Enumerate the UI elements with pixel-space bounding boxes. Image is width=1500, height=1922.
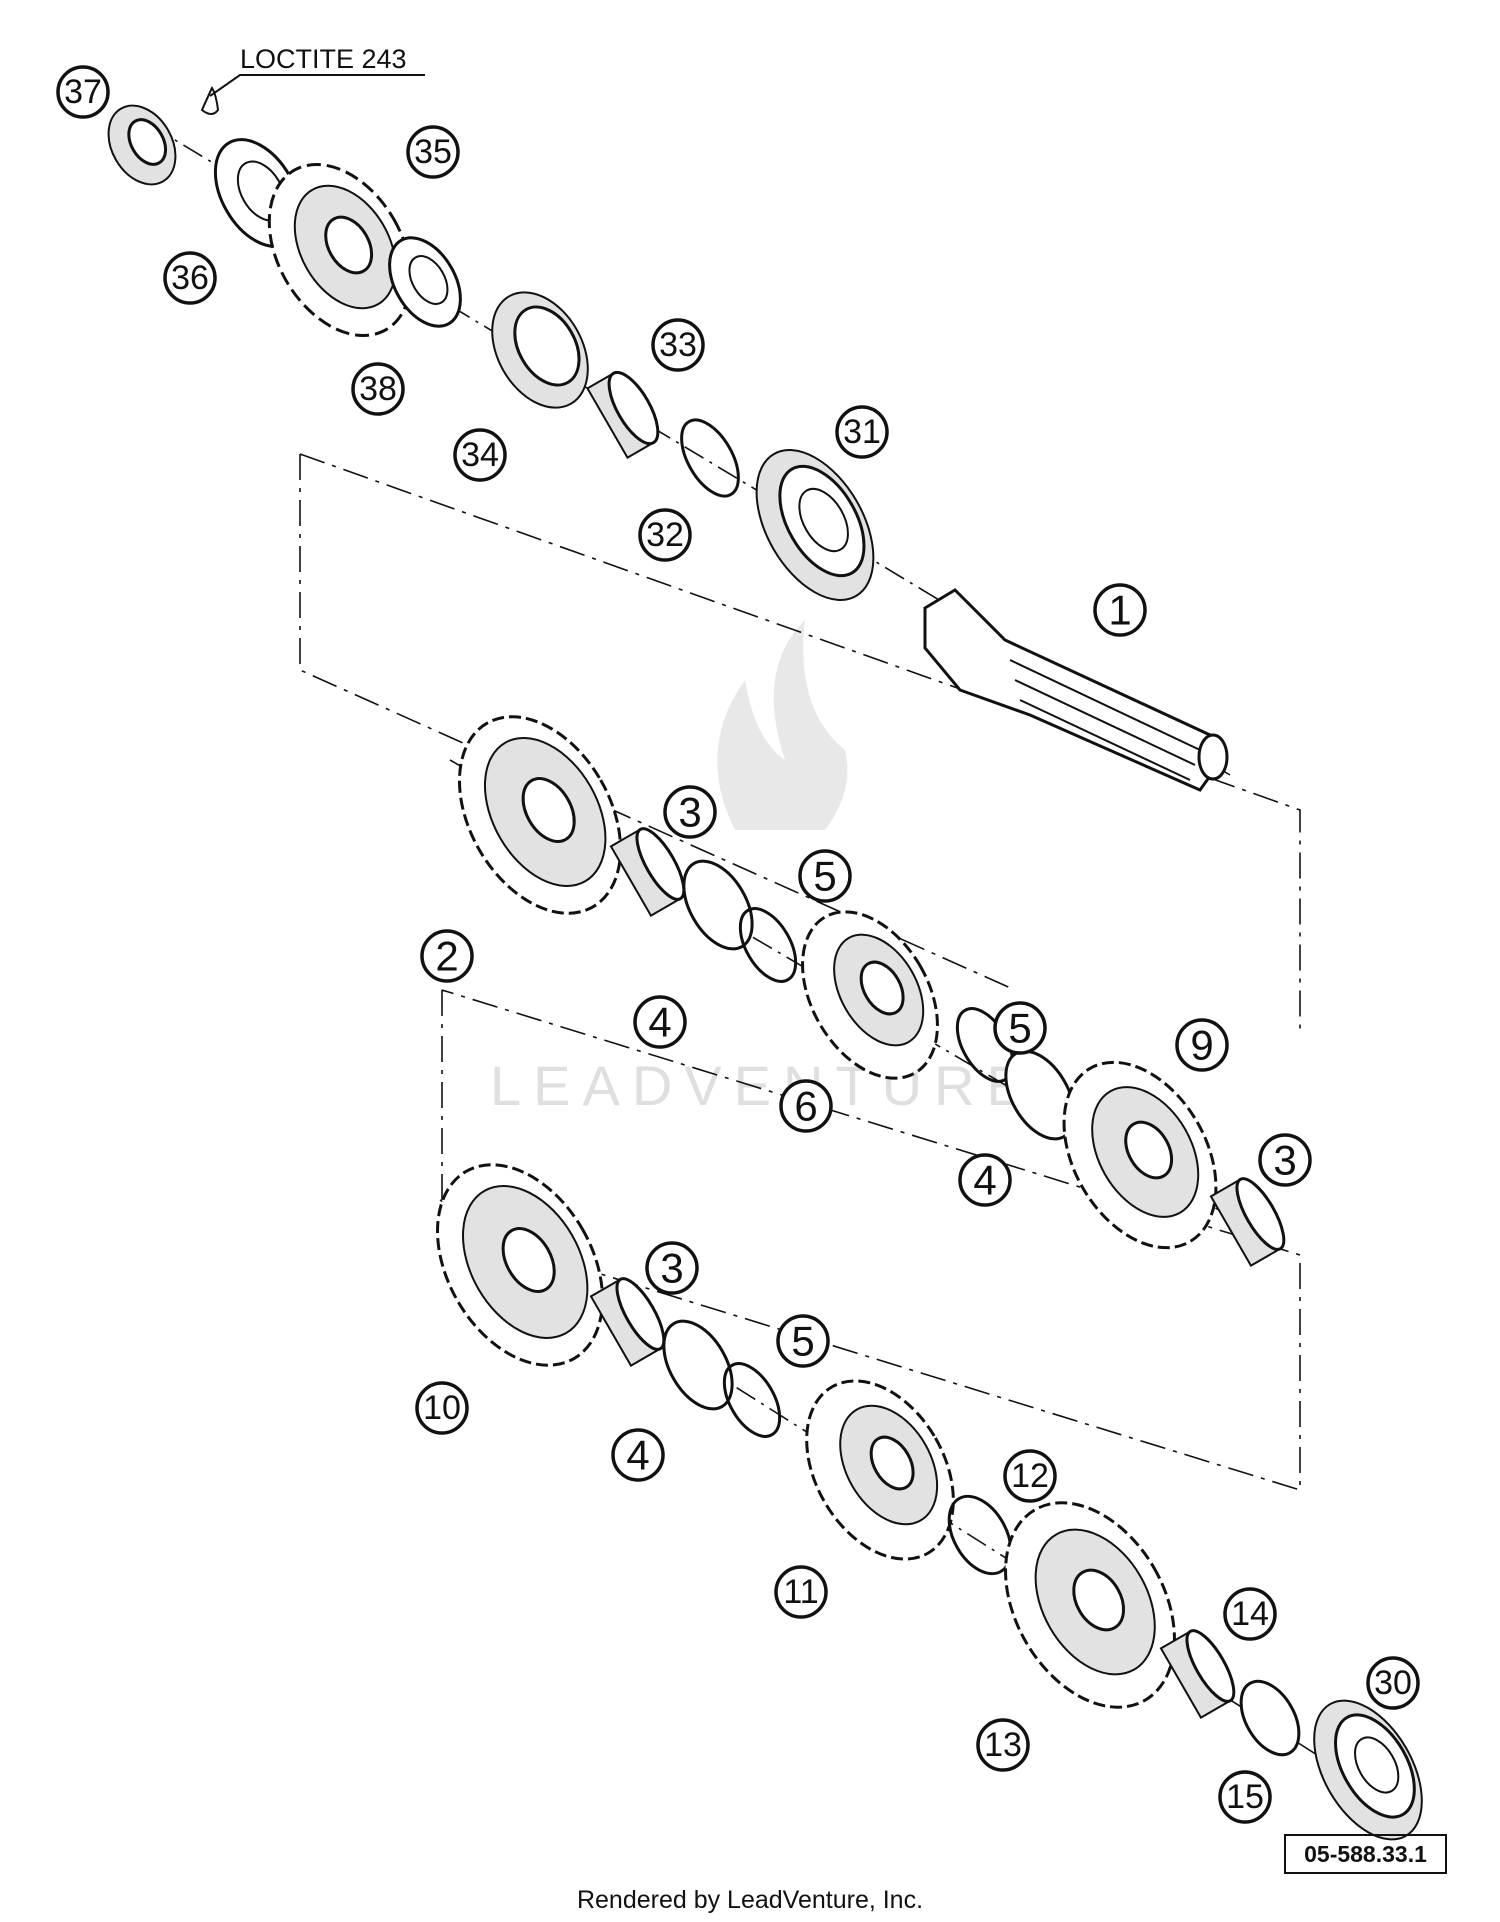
callout-3c: 3	[645, 1241, 699, 1295]
front-sprocket	[267, 163, 413, 337]
svg-text:36: 36	[171, 259, 209, 297]
svg-text:4: 4	[973, 1157, 996, 1204]
svg-text:30: 30	[1374, 1664, 1412, 1702]
svg-text:1: 1	[1108, 587, 1131, 634]
svg-text:12: 12	[1011, 1457, 1049, 1495]
callout-5c: 5	[776, 1314, 830, 1368]
callout-30: 30	[1366, 1656, 1420, 1710]
callout-11: 11	[774, 1565, 828, 1619]
thrust-washer-5	[1239, 1679, 1301, 1757]
callout-4c: 4	[611, 1428, 665, 1482]
render-credit: Rendered by LeadVenture, Inc.	[576, 1886, 924, 1914]
callout-5a: 5	[798, 849, 852, 903]
callout-33: 33	[651, 318, 705, 372]
gear-10	[436, 1163, 604, 1367]
callout-10: 10	[415, 1381, 469, 1435]
callout-36: 36	[163, 251, 217, 305]
callout-38: 38	[351, 362, 405, 416]
callout-15: 15	[1218, 1770, 1272, 1824]
gear-2	[457, 715, 623, 915]
o-ring	[680, 418, 740, 498]
spacer-washer	[388, 236, 462, 328]
callout-5b: 5	[993, 1001, 1047, 1055]
callout-1: 1	[1093, 583, 1147, 637]
svg-text:4: 4	[626, 1432, 649, 1479]
svg-text:2: 2	[435, 933, 458, 980]
callout-13: 13	[976, 1718, 1030, 1772]
spacer-bush	[586, 370, 660, 460]
callout-31: 31	[835, 405, 889, 459]
watermark-text: LEADVENTURE	[490, 1054, 1036, 1117]
svg-text:31: 31	[843, 413, 881, 451]
svg-text:10: 10	[423, 1389, 461, 1427]
callout-9: 9	[1175, 1018, 1229, 1072]
callout-3a: 3	[663, 785, 717, 839]
callout-6: 6	[779, 1079, 833, 1133]
svg-text:37: 37	[64, 73, 102, 111]
callout-3b: 3	[1258, 1133, 1312, 1187]
gear-13	[1004, 1501, 1176, 1709]
watermark: LEADVENTURE	[490, 620, 1036, 1117]
needle-bearing-1	[609, 827, 686, 918]
gear-11	[805, 1379, 955, 1561]
main-shaft	[923, 588, 1229, 792]
axis-lines	[149, 124, 1421, 1821]
ball-bearing-upper	[755, 449, 875, 601]
svg-text:32: 32	[646, 516, 684, 554]
svg-text:15: 15	[1226, 1778, 1264, 1816]
svg-text:38: 38	[359, 370, 397, 408]
svg-text:6: 6	[794, 1083, 817, 1130]
svg-text:9: 9	[1190, 1022, 1213, 1069]
needle-bearing-2	[1209, 1177, 1286, 1268]
callout-14: 14	[1223, 1587, 1277, 1641]
svg-text:3: 3	[1273, 1137, 1296, 1184]
svg-text:14: 14	[1231, 1595, 1269, 1633]
callout-32: 32	[638, 508, 692, 562]
callout-4a: 4	[633, 995, 687, 1049]
svg-text:4: 4	[648, 999, 671, 1046]
circlip-1	[738, 907, 798, 983]
svg-text:5: 5	[813, 853, 836, 900]
svg-text:11: 11	[783, 1573, 818, 1611]
assembly-outline	[299, 453, 1301, 1492]
svg-text:35: 35	[414, 133, 452, 171]
diagram-reference-number: 05-588.33.1	[1284, 1834, 1447, 1874]
svg-text:3: 3	[660, 1245, 683, 1292]
gear-9	[1062, 1060, 1218, 1250]
callout-2: 2	[420, 929, 474, 983]
thrust-washer-1	[682, 859, 754, 951]
svg-text:34: 34	[461, 436, 499, 474]
loctite-leader	[209, 74, 425, 97]
callout-37: 37	[56, 65, 110, 119]
collar-nut	[107, 104, 177, 186]
callout-12: 12	[1003, 1449, 1057, 1503]
thrust-washer-3	[662, 1319, 734, 1411]
callout-35: 35	[406, 125, 460, 179]
svg-text:5: 5	[791, 1318, 814, 1365]
ball-bearing-lower	[1313, 1699, 1423, 1841]
callout-4b: 4	[958, 1153, 1012, 1207]
loctite-drop-icon	[200, 86, 220, 115]
svg-text:5: 5	[1008, 1005, 1031, 1052]
needle-bearing-3	[589, 1277, 666, 1368]
circlip-3	[722, 1362, 782, 1438]
svg-text:3: 3	[678, 789, 701, 836]
thrust-washer-4	[947, 1494, 1013, 1576]
svg-text:33: 33	[659, 326, 697, 364]
svg-text:13: 13	[984, 1726, 1022, 1764]
callout-34: 34	[453, 428, 507, 482]
gear-6	[801, 910, 939, 1080]
needle-bearing-4	[1159, 1629, 1236, 1720]
shaft-seal	[491, 291, 589, 409]
loctite-note: LOCTITE 243	[240, 44, 407, 74]
